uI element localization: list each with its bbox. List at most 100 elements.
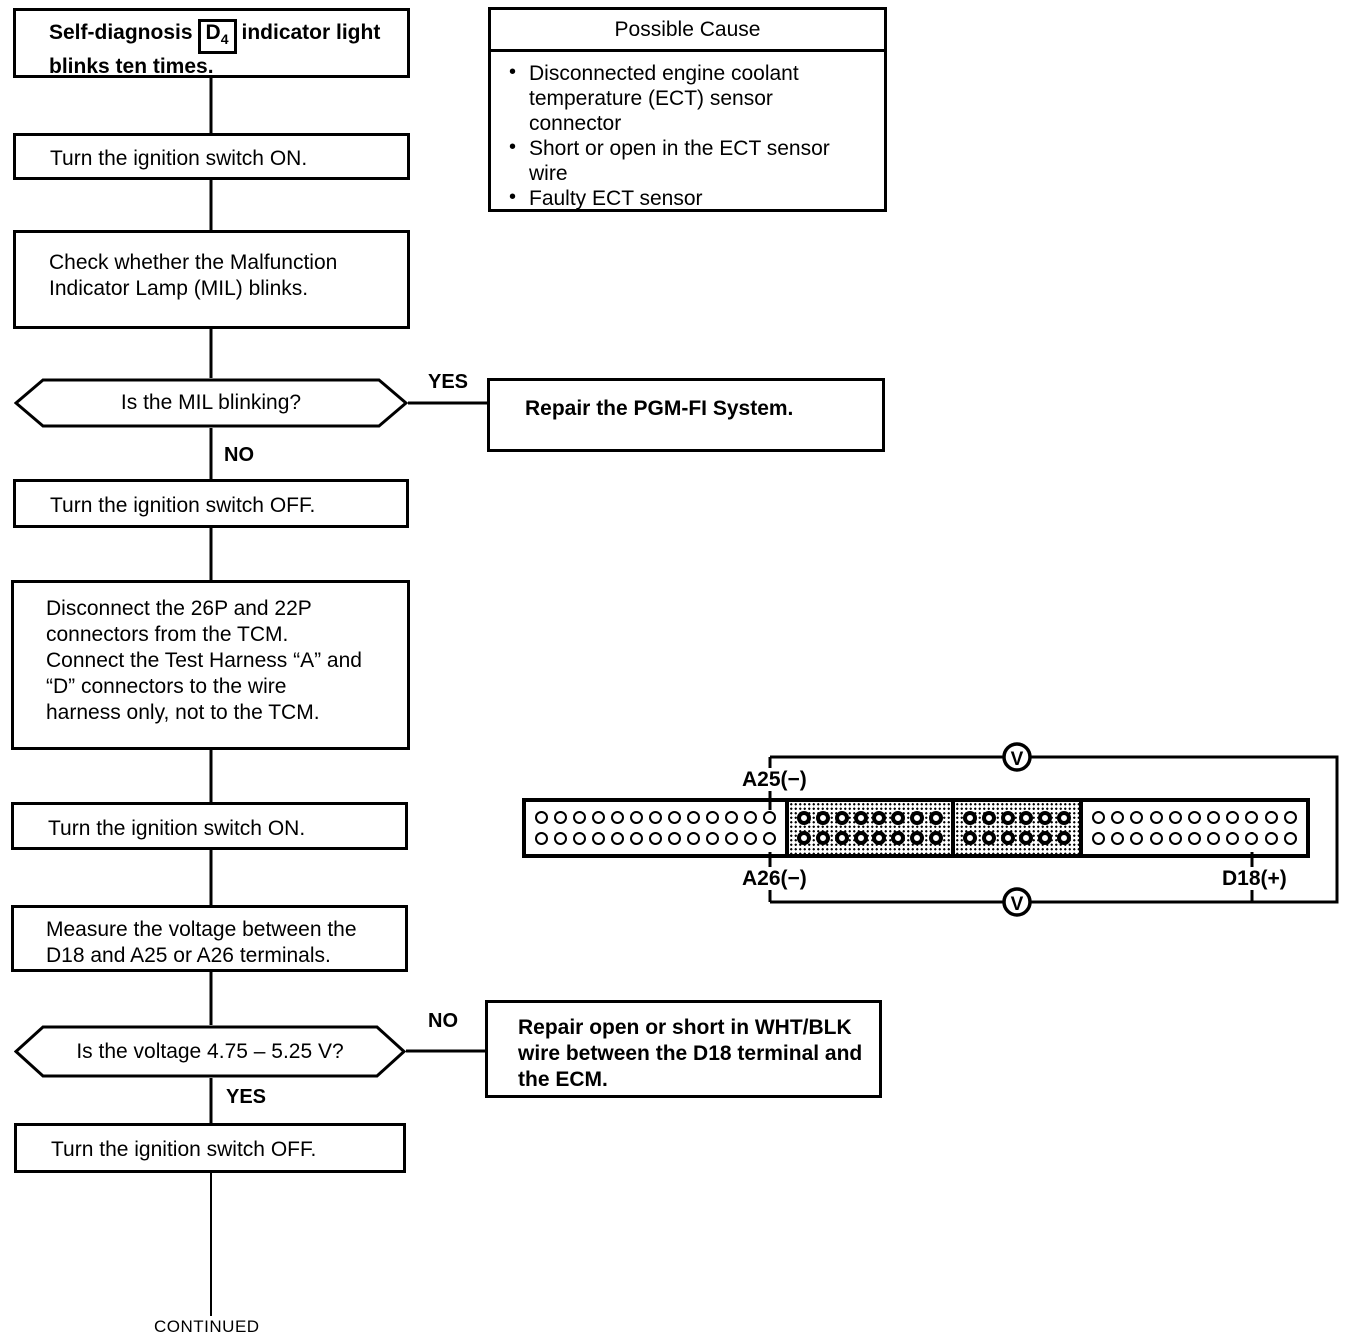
hexagon-shape: [14, 1025, 406, 1078]
step-disconnect-connectors: Disconnect the 26P and 22P connectors fr…: [11, 580, 410, 750]
connector-pin: [744, 811, 757, 825]
connector-pin: [592, 831, 605, 845]
connector-pin: [1168, 831, 1182, 845]
step-ignition-on-1: Turn the ignition switch ON.: [13, 133, 410, 180]
connector-pin: [1245, 831, 1259, 845]
connector-pin: [891, 810, 906, 825]
terminal-a25-label: A25(−): [742, 768, 807, 791]
connector-pin: [1111, 811, 1125, 825]
connector-pin: [535, 831, 548, 845]
connector-pin: [763, 811, 776, 825]
disconnect-line-1: Disconnect the 26P and 22P connectors fr…: [46, 597, 312, 646]
connector-pin-row: [961, 831, 1073, 846]
step-ignition-on-2: Turn the ignition switch ON.: [11, 802, 408, 850]
start-text-suffix: indicator light blinks ten times.: [49, 21, 381, 79]
connector-pin: [1187, 831, 1201, 845]
connector-pin: [1226, 811, 1240, 825]
connector-pin: [1130, 831, 1144, 845]
connector-pin-row: [795, 810, 945, 825]
decision-mil-blinking: Is the MIL blinking?: [14, 378, 408, 428]
connector-pin: [554, 811, 567, 825]
d4-indicator-badge: D4: [197, 19, 237, 55]
connector-pin: [834, 831, 849, 846]
step-ignition-off-1: Turn the ignition switch OFF.: [13, 479, 409, 528]
connector-pin: [834, 810, 849, 825]
connector-pin: [1283, 811, 1297, 825]
terminal-d18-label: D18(+): [1222, 867, 1287, 890]
connector-pin: [1149, 811, 1163, 825]
connector-pin: [816, 831, 831, 846]
possible-cause-title: Possible Cause: [491, 10, 884, 52]
connector-pin: [1037, 810, 1052, 825]
possible-cause-list: Disconnected engine coolant temperature …: [491, 52, 884, 211]
connector-pin: [909, 831, 924, 846]
connector-pin: [744, 831, 757, 845]
connector-pin: [649, 811, 662, 825]
possible-cause-item: Disconnected engine coolant temperature …: [507, 60, 858, 136]
connector-pin: [853, 810, 868, 825]
step-check-mil: Check whether the Malfunction Indicator …: [13, 230, 410, 329]
no-label: NO: [428, 1010, 458, 1032]
connector-pin: [1111, 831, 1125, 845]
connector-section-d: [1083, 802, 1306, 854]
connector-pin: [1019, 831, 1034, 846]
connector-pin: [853, 831, 868, 846]
connector-pin-row: [1089, 811, 1300, 825]
connector-pin: [1019, 810, 1034, 825]
connector-pin: [891, 831, 906, 846]
hexagon-shape: [14, 378, 408, 428]
connector-pin: [1056, 810, 1071, 825]
connector-pin: [554, 831, 567, 845]
connector-pin-row: [1089, 831, 1300, 845]
connector-pin: [611, 811, 624, 825]
connector-pin: [1092, 811, 1106, 825]
connector-pin: [630, 811, 643, 825]
step-measure-voltage: Measure the voltage between the D18 and …: [11, 905, 408, 972]
connector-pin: [1149, 831, 1163, 845]
possible-cause-box: Possible Cause Disconnected engine coola…: [488, 7, 887, 212]
connector-pin: [1207, 811, 1221, 825]
action-repair-wht-blk-wire: Repair open or short in WHT/BLK wire bet…: [485, 1000, 882, 1098]
connector-pin: [797, 810, 812, 825]
connector-pin: [725, 811, 738, 825]
connector-pin: [573, 811, 586, 825]
connector-pin: [592, 811, 605, 825]
connector-pin: [981, 831, 996, 846]
connector-pin-row: [532, 811, 779, 825]
connector-pin: [1283, 831, 1297, 845]
possible-cause-item: Faulty ECT sensor: [507, 185, 858, 211]
connector-pin: [687, 831, 700, 845]
connector-pin: [649, 831, 662, 845]
connector-pin: [1245, 811, 1259, 825]
yes-label: YES: [226, 1086, 267, 1108]
connector-pin: [1187, 811, 1201, 825]
connector-pin: [763, 831, 776, 845]
connector-pin: [1092, 831, 1106, 845]
connector-pin: [1037, 831, 1052, 846]
connector-pin: [573, 831, 586, 845]
connector-pin: [1264, 831, 1278, 845]
connector-pin: [630, 831, 643, 845]
disconnect-line-2: Connect the Test Harness “A” and “D” con…: [46, 649, 362, 724]
connector-pin: [706, 811, 719, 825]
svg-text:V: V: [1011, 894, 1024, 915]
connector-pin: [668, 811, 681, 825]
svg-text:V: V: [1011, 749, 1024, 770]
start-text-prefix: Self-diagnosis: [49, 21, 193, 44]
action-repair-pgmfi: Repair the PGM-FI System.: [487, 378, 885, 452]
connector-pin: [1226, 831, 1240, 845]
connector-pin: [1000, 831, 1015, 846]
connector-pin: [816, 810, 831, 825]
connector-pin: [1056, 831, 1071, 846]
connector-pin: [1207, 831, 1221, 845]
connector-pin: [535, 811, 548, 825]
yes-label: YES: [428, 371, 469, 393]
connector-pin: [611, 831, 624, 845]
connector-pin: [668, 831, 681, 845]
continued-label: CONTINUED: [154, 1317, 260, 1336]
connector-pin: [928, 810, 943, 825]
connector-pin: [928, 831, 943, 846]
connector-pin: [1264, 811, 1278, 825]
connector-pin-row: [795, 831, 945, 846]
